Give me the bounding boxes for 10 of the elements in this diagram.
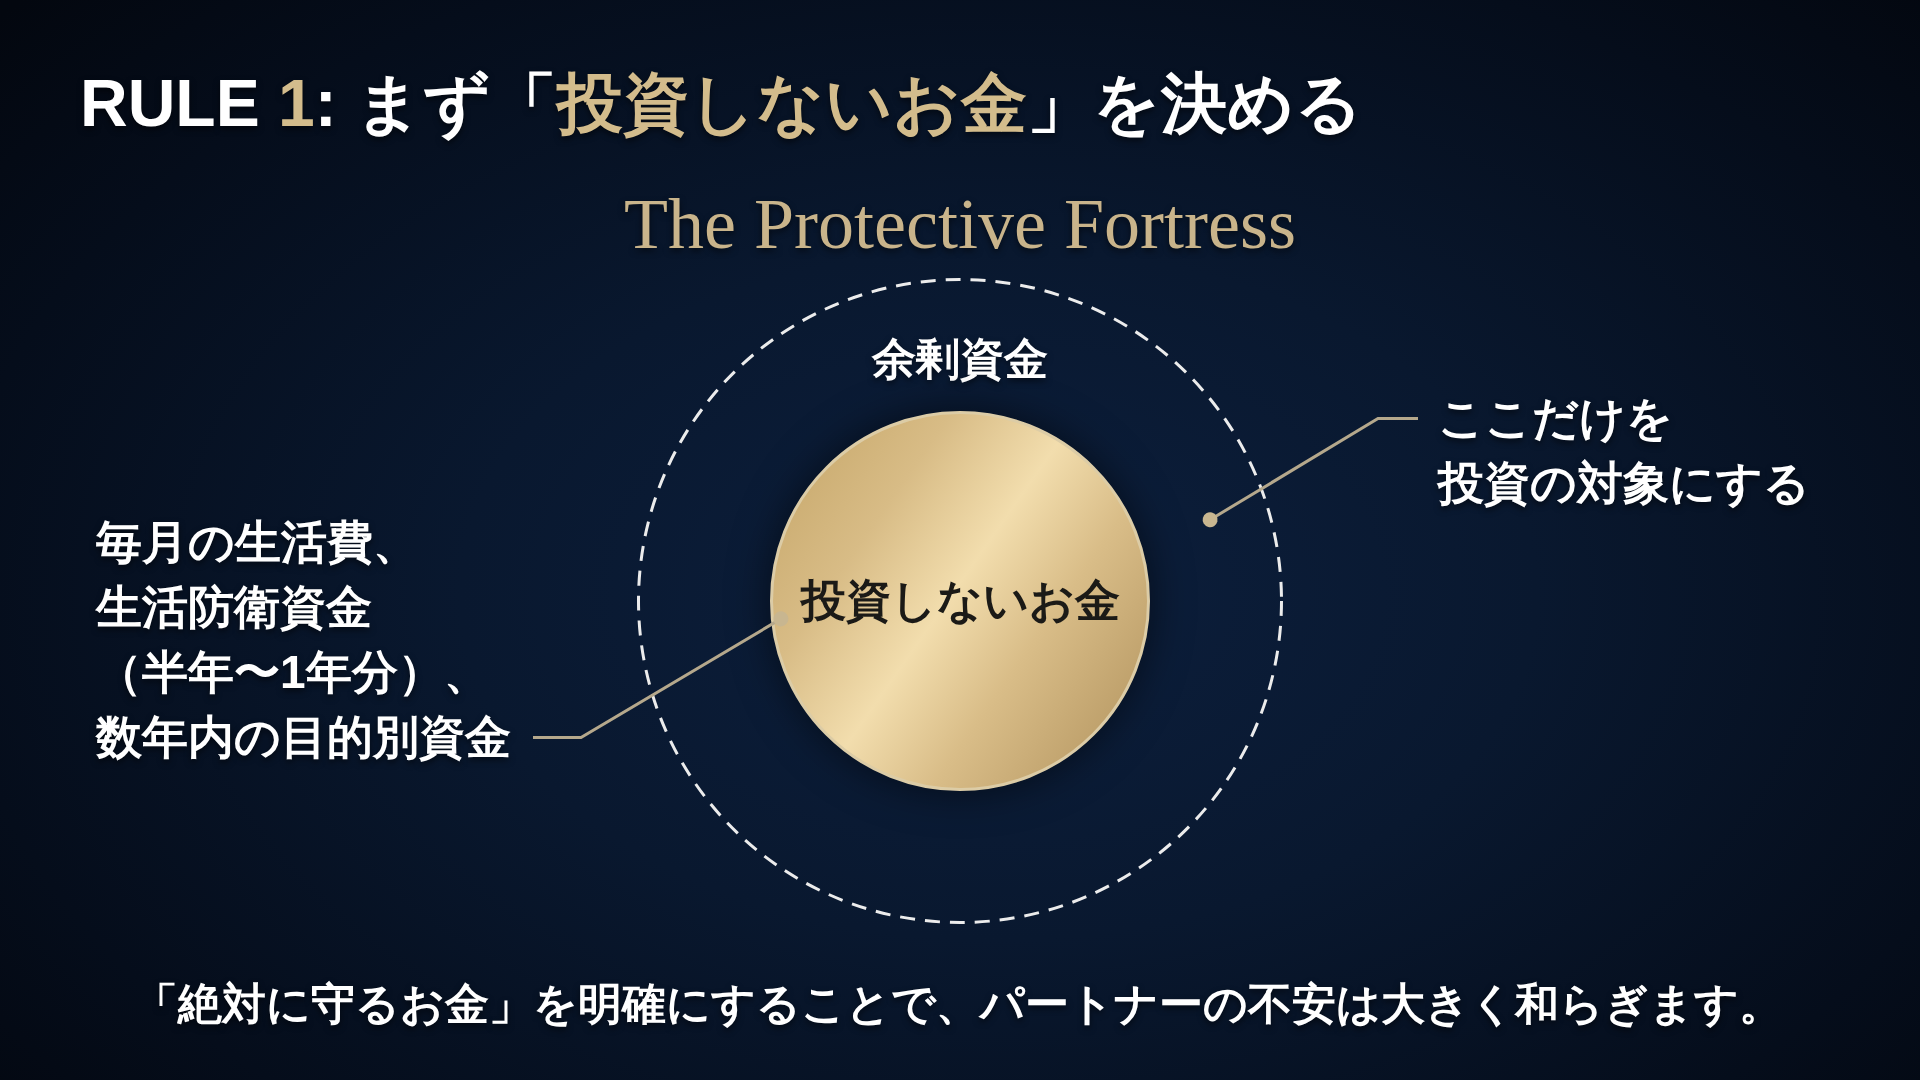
- leader-line: [533, 611, 789, 739]
- title: RULE 1: まず「投資しないお金」を決める: [80, 65, 1364, 143]
- callout-text: ここだけを投資の対象にする: [1438, 386, 1810, 516]
- dashed-circle: [637, 278, 1283, 924]
- leader-line: [1202, 417, 1418, 528]
- subtitle: The Protective Fortress: [624, 182, 1296, 266]
- caption: 「絶対に守るお金」を明確にすることで、パートナーの不安は大きく和らぎます。: [133, 977, 1783, 1030]
- circle-label: 余剰資金: [872, 332, 1048, 385]
- callout-text: 毎月の生活費、生活防衛資金（半年〜1年分）、数年内の目的別資金: [96, 510, 511, 770]
- circle-label: 投資しないお金: [800, 574, 1120, 628]
